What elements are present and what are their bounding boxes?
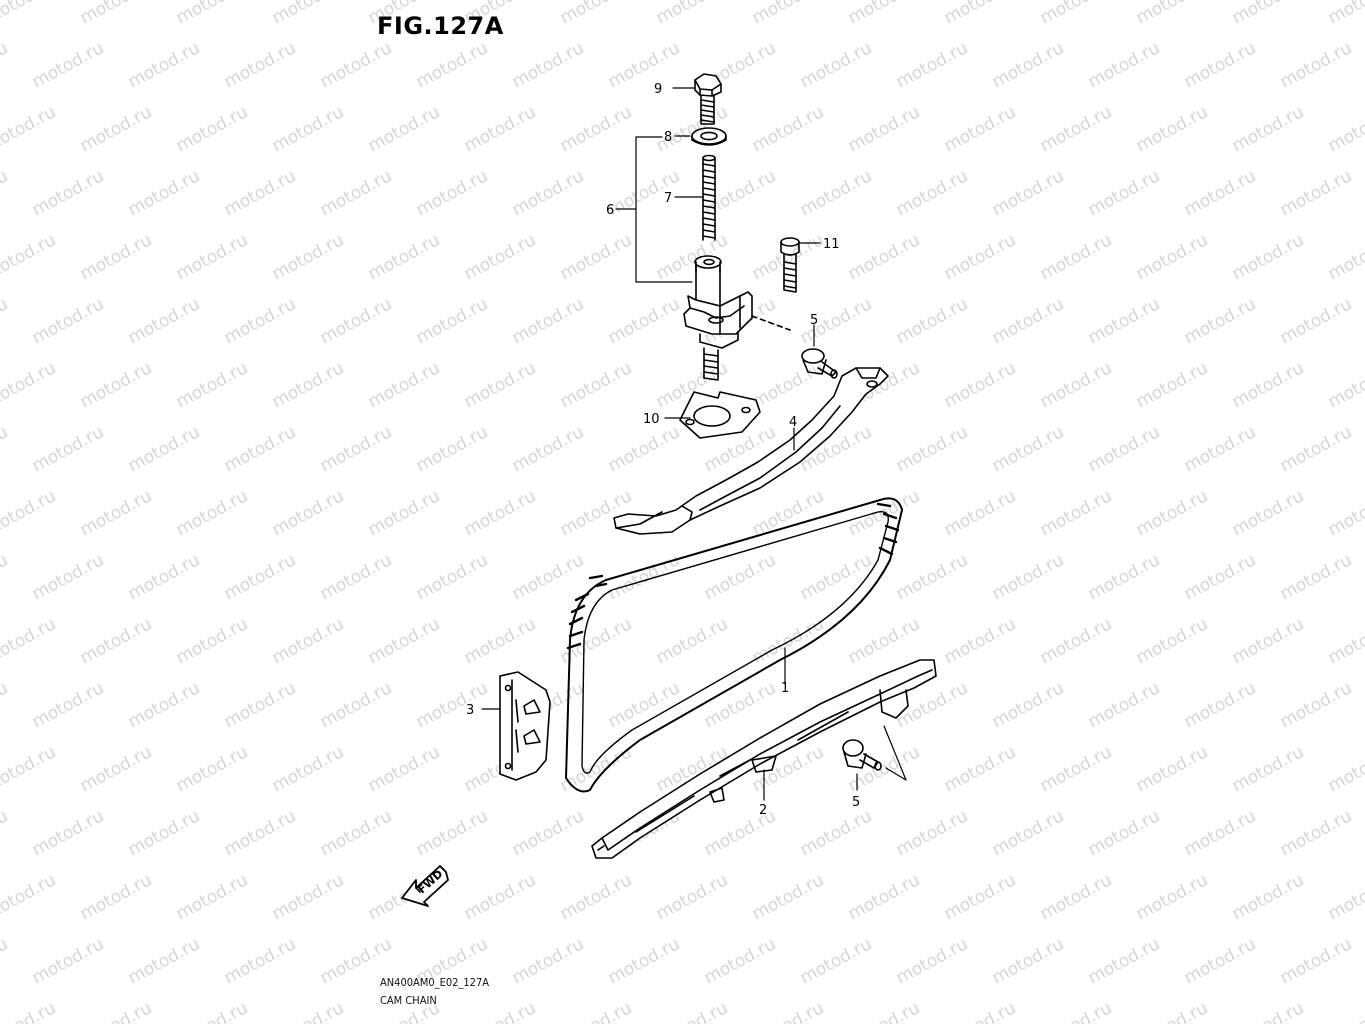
callout-5-lower: 5 xyxy=(852,795,860,810)
leader-lines xyxy=(481,87,907,801)
fwd-arrow: FWD xyxy=(401,865,449,907)
part-10-gasket[interactable] xyxy=(679,391,761,439)
callout-5-upper: 5 xyxy=(810,313,818,328)
callout-6: 6 xyxy=(606,203,614,218)
callout-9: 9 xyxy=(654,82,662,97)
part-1-cam-chain[interactable] xyxy=(565,497,903,793)
part-4-tensioner-guide[interactable] xyxy=(613,367,889,535)
part-5-upper-guide-bolt[interactable] xyxy=(801,348,838,379)
part-5-lower-guide-bolt[interactable] xyxy=(842,739,882,771)
callout-10: 10 xyxy=(643,412,660,427)
part-2-chain-guide[interactable] xyxy=(591,659,937,859)
part-11-bolt[interactable] xyxy=(780,237,800,293)
part-9-bolt[interactable] xyxy=(694,73,722,125)
part-6-tensioner-body[interactable] xyxy=(683,255,791,381)
callout-numbers: 9 8 7 6 11 5 10 4 1 3 2 5 xyxy=(466,82,860,818)
callout-11: 11 xyxy=(823,237,840,252)
figure-title: FIG.127A xyxy=(377,12,504,40)
figure-name: CAM CHAIN xyxy=(380,994,437,1007)
part-3-guide-plate[interactable] xyxy=(499,671,551,781)
part-7-threaded-rod[interactable] xyxy=(702,154,716,241)
figure-code: AN400AM0_E02_127A xyxy=(380,976,490,989)
callout-4: 4 xyxy=(789,415,797,430)
part-8-washer[interactable] xyxy=(691,127,727,146)
callout-8: 8 xyxy=(664,130,672,145)
callout-3: 3 xyxy=(466,703,474,718)
callout-2: 2 xyxy=(759,803,767,818)
callout-7: 7 xyxy=(664,191,672,206)
callout-1: 1 xyxy=(781,681,789,696)
